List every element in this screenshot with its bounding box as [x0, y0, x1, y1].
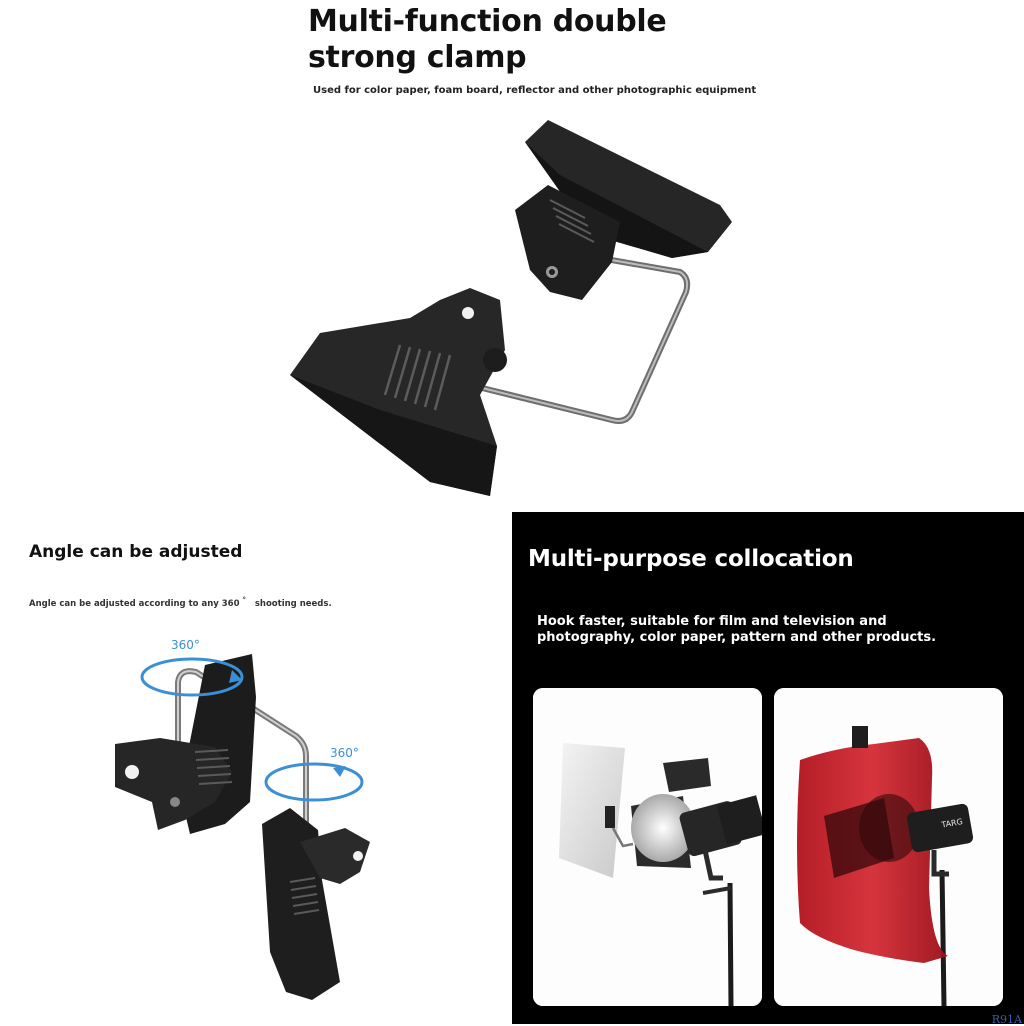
- hero-title-line-1: Multi-function double: [308, 4, 667, 39]
- lower-clamp: [290, 288, 507, 496]
- collocation-description: Hook faster, suitable for film and telev…: [537, 614, 937, 645]
- double-clamp-product-image: [290, 120, 732, 496]
- color-paper-example-card: TARG: [774, 688, 1003, 1006]
- reflector-light-photo: [533, 688, 762, 1006]
- watermark: R91A: [991, 1013, 1022, 1026]
- reflector-example-card: [533, 688, 762, 1006]
- rotating-clamp-image: 360° 360°: [115, 638, 370, 1000]
- color-paper-light-photo: TARG: [774, 688, 1003, 1006]
- rotation-label-2: 360°: [330, 746, 359, 760]
- left-clamp: [115, 654, 256, 834]
- degree-symbol: °: [242, 596, 246, 604]
- light-brand-label: TARG: [940, 817, 964, 830]
- collocation-panel: Multi-purpose collocation Hook faster, s…: [512, 512, 1024, 1026]
- rotation-label-1: 360°: [171, 638, 200, 652]
- angle-subtitle-end: shooting needs.: [254, 598, 332, 609]
- hero-panel: Multi-function double strong clamp Used …: [0, 0, 1024, 512]
- hero-title: Multi-function double strong clamp: [308, 4, 667, 76]
- rotation-arrow-2: [264, 762, 364, 802]
- hero-title-line-2: strong clamp: [308, 40, 527, 75]
- angle-panel: Angle can be adjusted Angle can be adjus…: [0, 512, 512, 1024]
- right-clamp: [262, 808, 370, 1000]
- angle-subtitle-text: Angle can be adjusted according to any 3…: [29, 598, 240, 609]
- collocation-title: Multi-purpose collocation: [528, 546, 854, 572]
- rotation-arrow-1: [140, 657, 244, 697]
- reflector-board: [559, 743, 625, 878]
- hero-subtitle: Used for color paper, foam board, reflec…: [313, 85, 757, 96]
- angle-subtitle: Angle can be adjusted according to any 3…: [29, 596, 332, 609]
- angle-title: Angle can be adjusted: [29, 542, 243, 562]
- upper-clamp: [515, 120, 732, 300]
